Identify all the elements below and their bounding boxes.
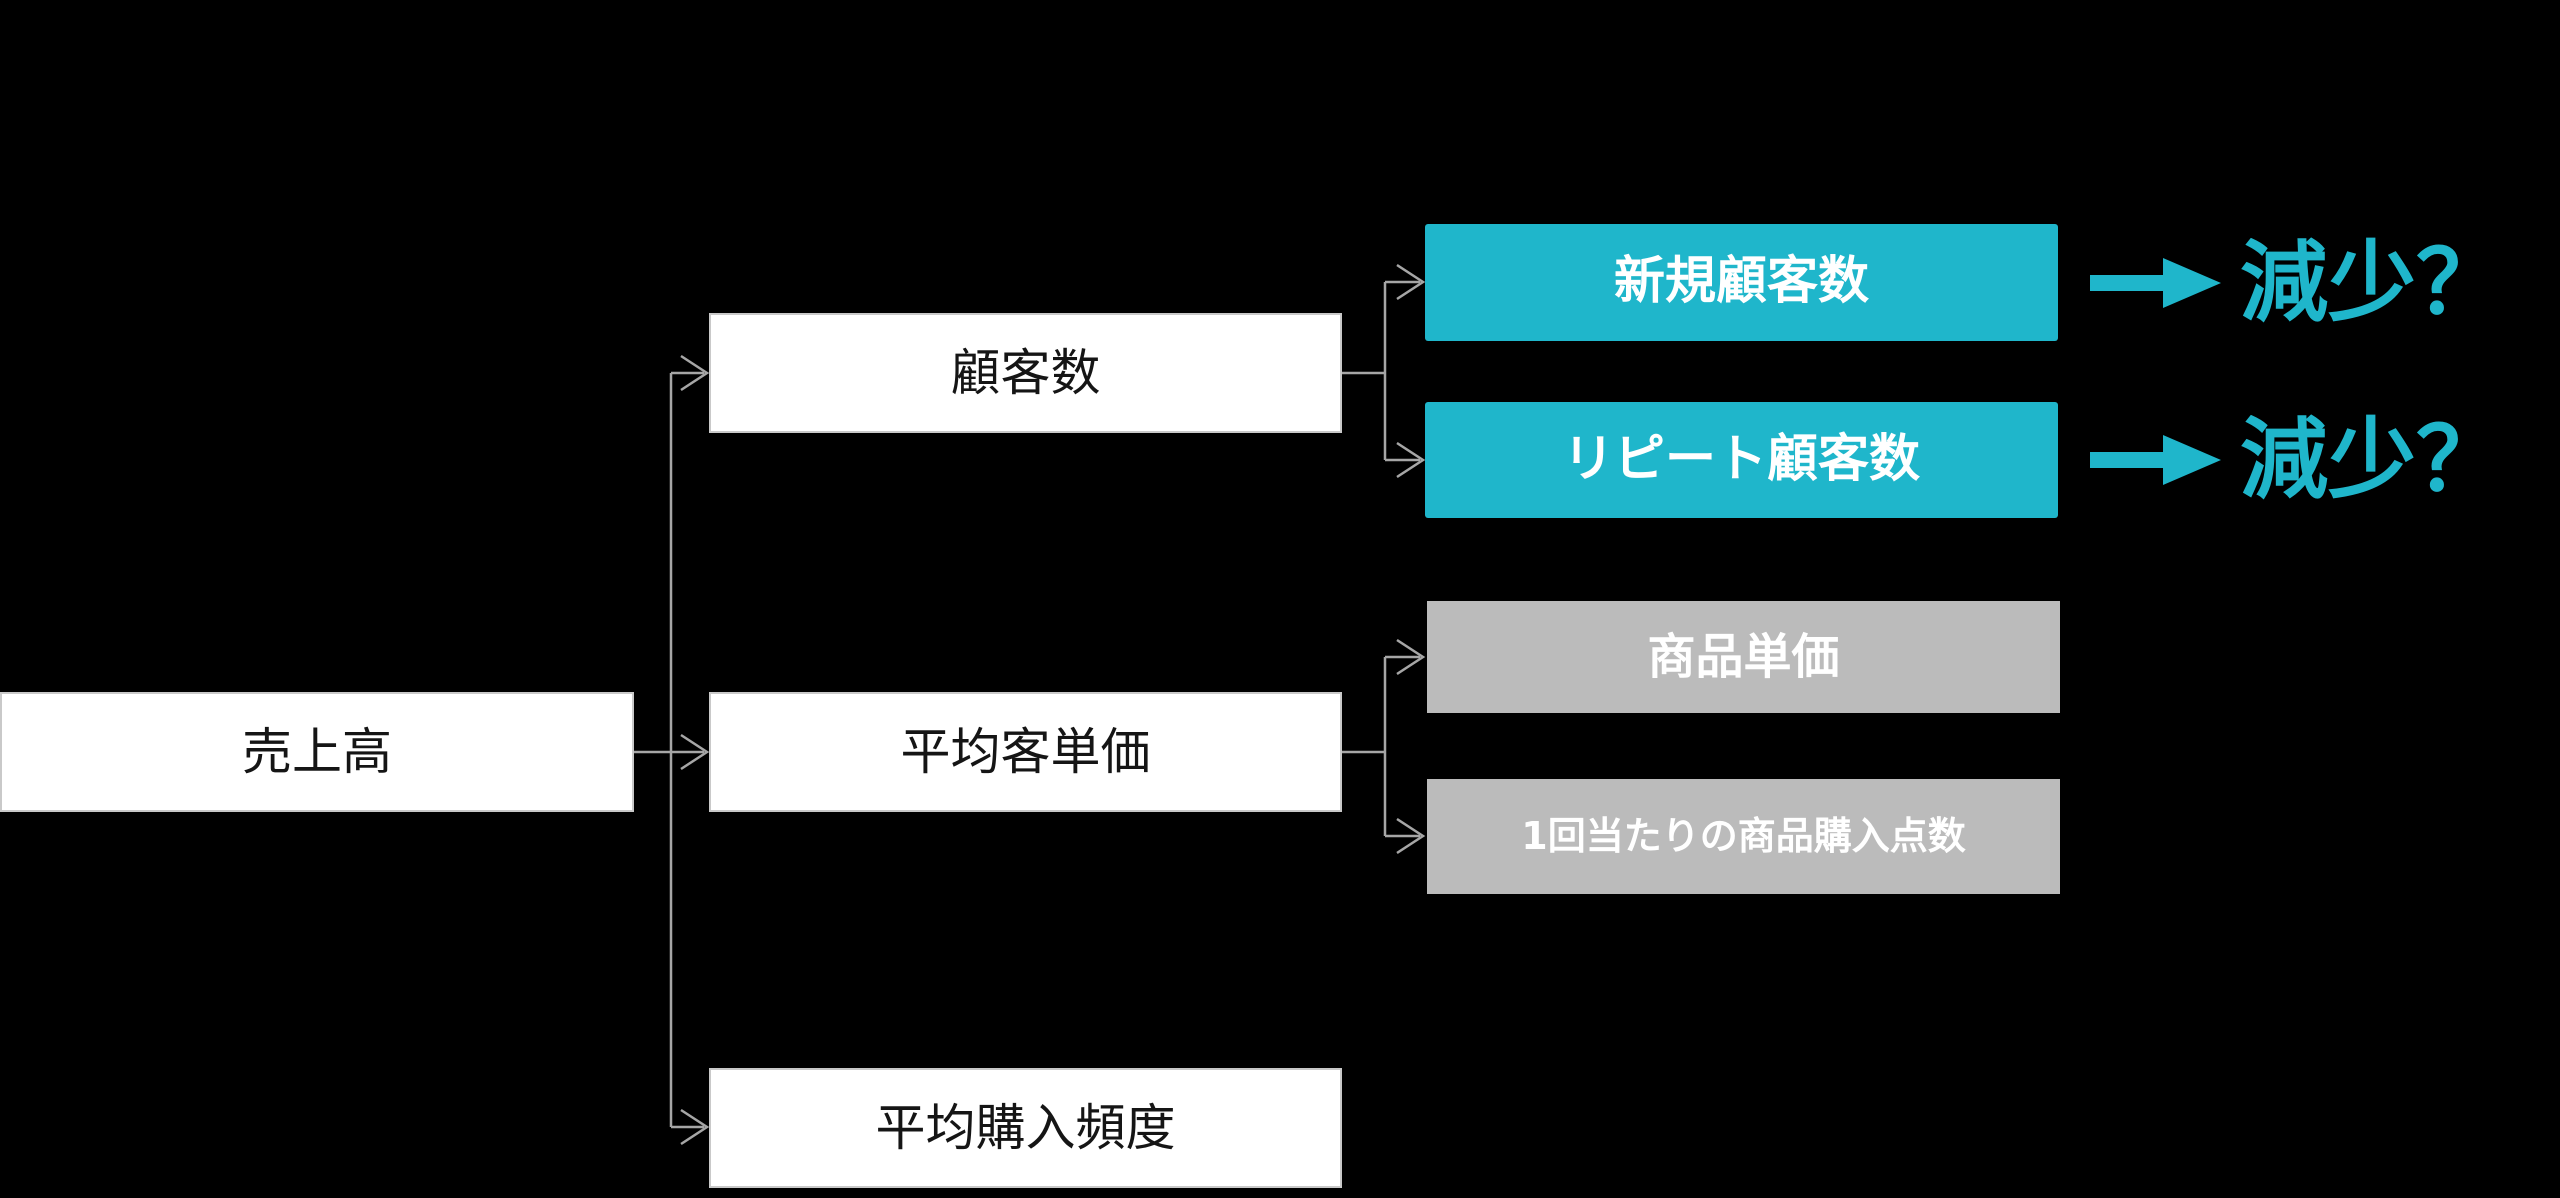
arrowhead-icon	[1396, 817, 1426, 855]
node-label: 平均購入頻度	[875, 1098, 1176, 1157]
connector-root-branches	[634, 354, 710, 1146]
decrease-annotation-label: 減少？	[2240, 408, 2505, 511]
decrease-annotation: 減少？	[2240, 224, 2504, 341]
node-label: 売上高	[242, 722, 392, 781]
node-new-customers: 新規顧客数	[1425, 224, 2058, 341]
node-items-per-purchase: 1回当たりの商品購入点数	[1427, 779, 2060, 894]
arrowhead-icon	[1396, 638, 1426, 676]
node-label: 平均客単価	[900, 722, 1151, 781]
decrease-annotation: 減少？	[2240, 402, 2504, 518]
arrowhead-icon	[680, 354, 710, 392]
node-purchase-frequency: 平均購入頻度	[709, 1068, 1342, 1188]
node-repeat-customers: リピート顧客数	[1425, 402, 2058, 518]
node-label: 新規顧客数	[1613, 252, 1869, 312]
node-avg-spend: 平均客単価	[709, 692, 1342, 812]
node-label: リピート顧客数	[1562, 429, 1920, 489]
arrowhead-icon	[680, 733, 710, 771]
arrowhead-icon	[680, 1108, 710, 1146]
arrowhead-icon	[1396, 441, 1426, 479]
node-product-unit-price: 商品単価	[1427, 601, 2060, 713]
node-label: 顧客数	[950, 343, 1101, 402]
node-customer-count: 顧客数	[709, 313, 1342, 433]
decrease-annotation-label: 減少？	[2240, 230, 2505, 334]
arrowhead-icon	[1396, 263, 1426, 301]
decrease-arrow-icon	[2090, 435, 2221, 485]
node-sales: 売上高	[0, 692, 634, 812]
connector-avgspend-branches	[1342, 638, 1426, 855]
connector-customer-branches	[1342, 263, 1426, 479]
node-label: 1回当たりの商品購入点数	[1521, 813, 1966, 858]
node-label: 商品単価	[1647, 628, 1840, 685]
decrease-arrows	[2090, 258, 2221, 485]
decrease-arrow-icon	[2090, 258, 2221, 308]
